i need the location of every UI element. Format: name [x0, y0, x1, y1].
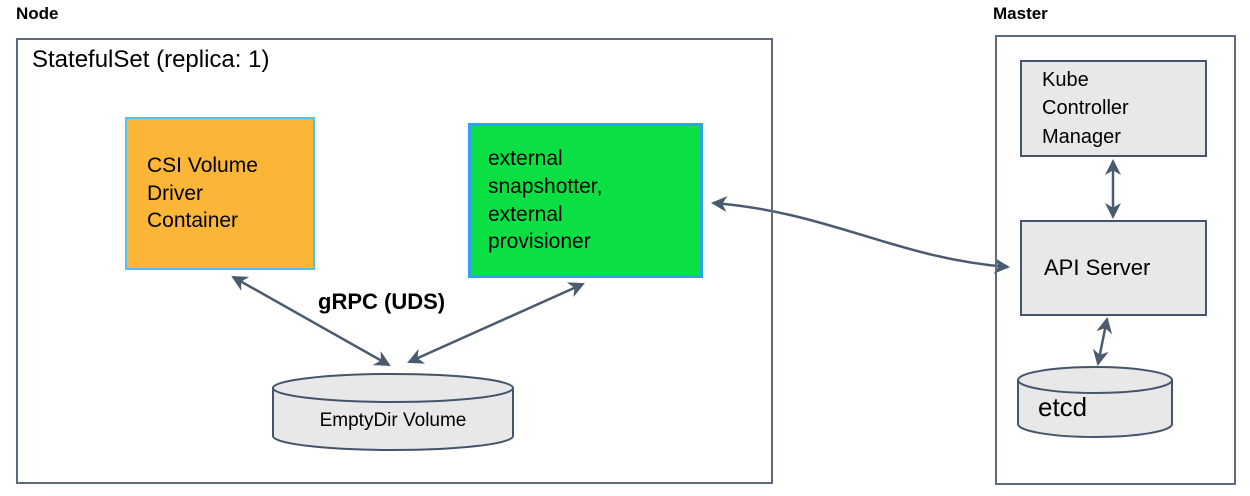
- external-snapshotter-provisioner-box: external snapshotter, external provision…: [468, 123, 703, 278]
- master-box: [995, 35, 1236, 485]
- arrow-csi-to-emptydir: [231, 275, 391, 367]
- api-server-box: API Server: [1020, 220, 1207, 316]
- master-section-label: Master: [993, 4, 1048, 23]
- emptydir-volume-cylinder: [272, 373, 514, 451]
- node-statefulset-box: StatefulSet (replica: 1): [16, 38, 773, 484]
- external-snapshotter-provisioner-label: external snapshotter, external provision…: [488, 147, 603, 254]
- arrow-sidecar-to-apiserver: [711, 196, 1010, 274]
- csi-volume-driver-container-box: CSI Volume Driver Container: [125, 117, 315, 270]
- api-server-label: API Server: [1044, 255, 1151, 280]
- csi-volume-driver-container-label: CSI Volume Driver Container: [147, 153, 258, 233]
- arrow-sidecar-to-emptydir: [407, 282, 585, 364]
- emptydir-volume-label: EmptyDir Volume: [319, 410, 467, 431]
- statefulset-title: StatefulSet (replica: 1): [32, 46, 270, 73]
- kube-controller-manager-box: Kube Controller Manager: [1020, 60, 1207, 157]
- grpc-uds-label: gRPC (UDS): [318, 289, 446, 314]
- arrow-apiserver-to-etcd: [1092, 317, 1113, 366]
- etcd-label: etcd: [1038, 392, 1088, 422]
- node-section-label: Node: [16, 4, 59, 23]
- etcd-cylinder: [1017, 366, 1173, 438]
- kube-controller-manager-label: Kube Controller Manager: [1042, 68, 1129, 148]
